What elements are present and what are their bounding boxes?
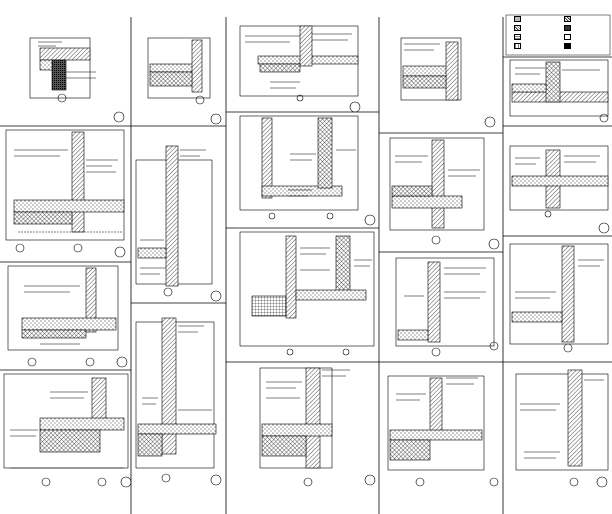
legend-item bbox=[514, 15, 564, 24]
legend-frame bbox=[505, 14, 611, 56]
legend-swatch-grid bbox=[514, 34, 521, 40]
legend-swatch-plain bbox=[564, 34, 571, 40]
detail-panel-1 bbox=[29, 37, 125, 123]
material-legend bbox=[510, 14, 610, 54]
legend-item bbox=[564, 33, 612, 42]
panel-grid bbox=[0, 17, 612, 514]
legend-item bbox=[564, 15, 612, 24]
detail-panel-16 bbox=[3, 373, 132, 488]
detail-panel-8 bbox=[239, 115, 376, 226]
detail-panel-3 bbox=[239, 25, 361, 113]
detail-panel-19 bbox=[515, 369, 609, 488]
detail-panel-11 bbox=[7, 265, 128, 368]
detail-panel-18 bbox=[387, 375, 499, 487]
legend-item bbox=[514, 33, 564, 42]
detail-panel-14 bbox=[509, 243, 609, 353]
legend-swatch-solid bbox=[564, 43, 571, 49]
detail-panel-4 bbox=[400, 37, 496, 128]
detail-panel-5 bbox=[509, 59, 609, 123]
legend-item bbox=[564, 24, 612, 33]
legend-swatch-brick bbox=[514, 43, 521, 49]
detail-panel-7 bbox=[135, 145, 222, 302]
detail-panel-15 bbox=[135, 317, 222, 486]
detail-panel-13 bbox=[395, 257, 499, 357]
legend-item bbox=[514, 42, 564, 51]
legend-item bbox=[564, 42, 612, 51]
detail-panel-6 bbox=[5, 129, 126, 258]
legend-swatch-dots bbox=[514, 16, 521, 22]
detail-panel-10 bbox=[509, 145, 610, 234]
legend-swatch-cross bbox=[514, 25, 521, 31]
legend-item bbox=[514, 24, 564, 33]
legend-swatch-hatch bbox=[564, 16, 571, 22]
detail-panel-9 bbox=[389, 137, 500, 250]
detail-panel-17 bbox=[259, 367, 376, 487]
detail-panel-12 bbox=[239, 231, 375, 356]
detail-panel-2 bbox=[147, 37, 222, 125]
legend-swatch-dense bbox=[564, 25, 571, 31]
